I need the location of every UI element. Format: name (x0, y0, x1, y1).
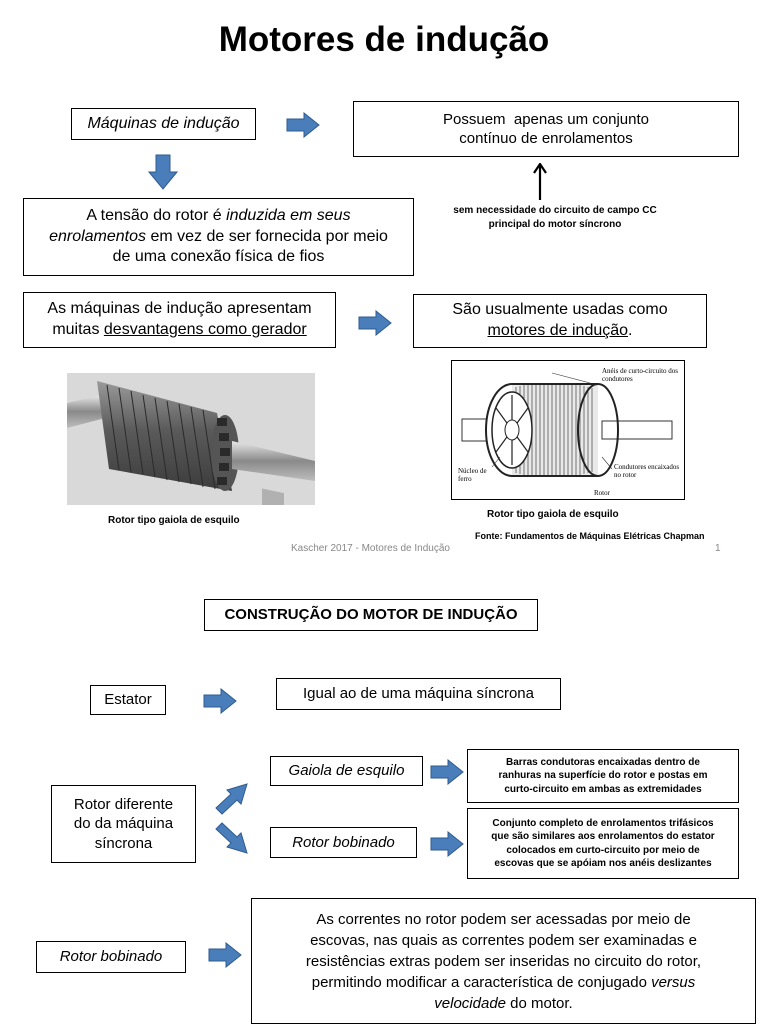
construcao-title: CONSTRUÇÃO DO MOTOR DE INDUÇÃO (224, 606, 518, 624)
desvantagens-box: As máquinas de indução apresentam muitas… (23, 292, 336, 348)
conj-line-4: escovas que se apóiam nos anéis deslizan… (494, 858, 712, 869)
maquinas-inducao-label: Máquinas de indução (87, 114, 240, 132)
rotor-bobinado-2-box: Rotor bobinado (36, 941, 186, 973)
diagram-label-nucleo: Núcleo de ferro (458, 467, 487, 484)
gaiola-box: Gaiola de esquilo (270, 756, 423, 786)
rotor-photo (67, 373, 315, 505)
possuem-line-1: Possuem apenas um conjunto (443, 110, 649, 128)
tensao-text-2: em vez de ser fornecida por meio (146, 227, 388, 245)
desv-underlined: desvantagens como gerador (103, 321, 307, 338)
diagram-label-rotor: Rotor (594, 489, 610, 497)
tensao-line-3: de uma conexão física de fios (112, 248, 325, 266)
slide-2: CONSTRUÇÃO DO MOTOR DE INDUÇÃO Estator I… (0, 565, 768, 1024)
rotor-diagram: Anéis de curto-circuito dos condutores N… (451, 360, 685, 500)
tensao-italic-1: induzida em seus (226, 206, 351, 224)
tensao-line-2: enrolamentos em vez de ser fornecida por… (49, 227, 388, 248)
rotor-bobinado-label: Rotor bobinado (292, 833, 395, 851)
source-note: Fonte: Fundamentos de Máquinas Elétricas… (475, 531, 705, 541)
igual-label: Igual ao de uma máquina síncrona (303, 685, 534, 703)
conj-line-3: colocados em curto-circuito por meio de (506, 844, 700, 856)
rotor-dif-line-3: síncrona (94, 834, 153, 852)
right-arrow-icon (430, 759, 464, 785)
barras-line-3: curto-circuito em ambas as extremidades (504, 783, 702, 795)
right-arrow-icon (430, 831, 464, 857)
tensao-line-1: A tensão do rotor é induzida em seus (86, 206, 350, 227)
slide-1: Motores de indução Máquinas de indução P… (23, 20, 739, 554)
conjunto-box: Conjunto completo de enrolamentos trifás… (467, 808, 739, 879)
diagram-label-condutores: Condutores encaixados no rotor (614, 463, 680, 480)
rotor-bobinado-box: Rotor bobinado (270, 827, 417, 858)
corr-line-2: escovas, nas quais as correntes podem se… (310, 931, 697, 949)
right-arrow-icon (203, 688, 237, 714)
sem-line-2: principal do motor síncrono (488, 218, 622, 230)
usadas-line-1: São usualmente usadas como (452, 301, 668, 319)
slide-footer: Kascher 2017 - Motores de Indução (291, 543, 450, 554)
diagonal-up-arrow-icon (215, 783, 248, 815)
page-number: 1 (715, 543, 721, 554)
diagram-label-aneis: Anéis de curto-circuito dos condutores (602, 367, 679, 384)
rotor-diferente-box: Rotor diferente do da máquina síncrona (51, 785, 196, 863)
corr-line-5-text: do motor. (506, 994, 573, 1012)
sem-necessidade-note: sem necessidade do circuito de campo CC … (410, 204, 700, 231)
maquinas-inducao-box: Máquinas de indução (71, 108, 256, 140)
correntes-box: As correntes no rotor podem ser acessada… (251, 898, 756, 1024)
corr-line-4-italic: versus (651, 973, 696, 991)
sem-line-1: sem necessidade do circuito de campo CC (453, 205, 657, 216)
barras-line-1: Barras condutoras encaixadas dentro de (506, 756, 700, 768)
desv-line-2: muitas desvantagens como gerador (52, 320, 306, 341)
corr-line-4: permitindo modificar a característica de… (312, 972, 696, 993)
rotor-photo-drawing (67, 373, 315, 505)
diagonal-down-arrow-icon (215, 822, 248, 854)
right-arrow-icon (208, 942, 242, 968)
possuem-line-2: contínuo de enrolamentos (459, 130, 633, 147)
right-arrow-icon (286, 112, 320, 138)
caption-left: Rotor tipo gaiola de esquilo (108, 515, 240, 526)
down-arrow-icon (148, 154, 178, 190)
corr-line-5: velocidade do motor. (434, 993, 572, 1014)
estator-box: Estator (90, 685, 166, 715)
barras-box: Barras condutoras encaixadas dentro de r… (467, 749, 739, 803)
desv-pre: muitas (52, 321, 104, 338)
rotor-dif-line-1: Rotor diferente (73, 795, 174, 813)
estator-label: Estator (104, 691, 152, 709)
tensao-text-1: A tensão do rotor é (86, 206, 227, 224)
rotor-dif-line-2: do da máquina (73, 815, 174, 833)
usadas-box: São usualmente usadas como motores de in… (413, 294, 707, 348)
corr-line-5-italic: velocidade (434, 994, 506, 1012)
caption-right: Rotor tipo gaiola de esquilo (487, 509, 619, 520)
gaiola-label: Gaiola de esquilo (288, 762, 405, 780)
corr-line-4-text: permitindo modificar a característica de… (311, 973, 652, 991)
corr-line-3: resistências extras podem ser inseridas … (305, 952, 702, 970)
construcao-title-box: CONSTRUÇÃO DO MOTOR DE INDUÇÃO (204, 599, 538, 631)
barras-line-2: ranhuras na superfície do rotor e postas… (498, 770, 708, 782)
usadas-underlined: motores de indução (487, 322, 629, 339)
desv-line-1: As máquinas de indução apresentam (47, 300, 312, 318)
usadas-line-2: motores de indução. (488, 321, 633, 342)
igual-box: Igual ao de uma máquina síncrona (276, 678, 561, 710)
tensao-rotor-box: A tensão do rotor é induzida em seus enr… (23, 198, 414, 276)
conj-line-1: Conjunto completo de enrolamentos trifás… (492, 817, 714, 829)
corr-line-1: As correntes no rotor podem ser acessada… (316, 910, 691, 928)
possuem-box: Possuem apenas um conjunto contínuo de e… (353, 101, 739, 157)
usadas-end: . (628, 322, 633, 339)
page-title: Motores de indução (218, 20, 550, 59)
right-arrow-icon (358, 310, 392, 336)
rotor-bobinado-2-label: Rotor bobinado (59, 948, 163, 966)
rotor-diagram-drawing (461, 372, 673, 477)
up-arrow-icon (533, 163, 547, 200)
conj-line-2: que são similares aos enrolamentos do es… (491, 831, 715, 842)
tensao-italic-2: enrolamentos (49, 227, 147, 245)
